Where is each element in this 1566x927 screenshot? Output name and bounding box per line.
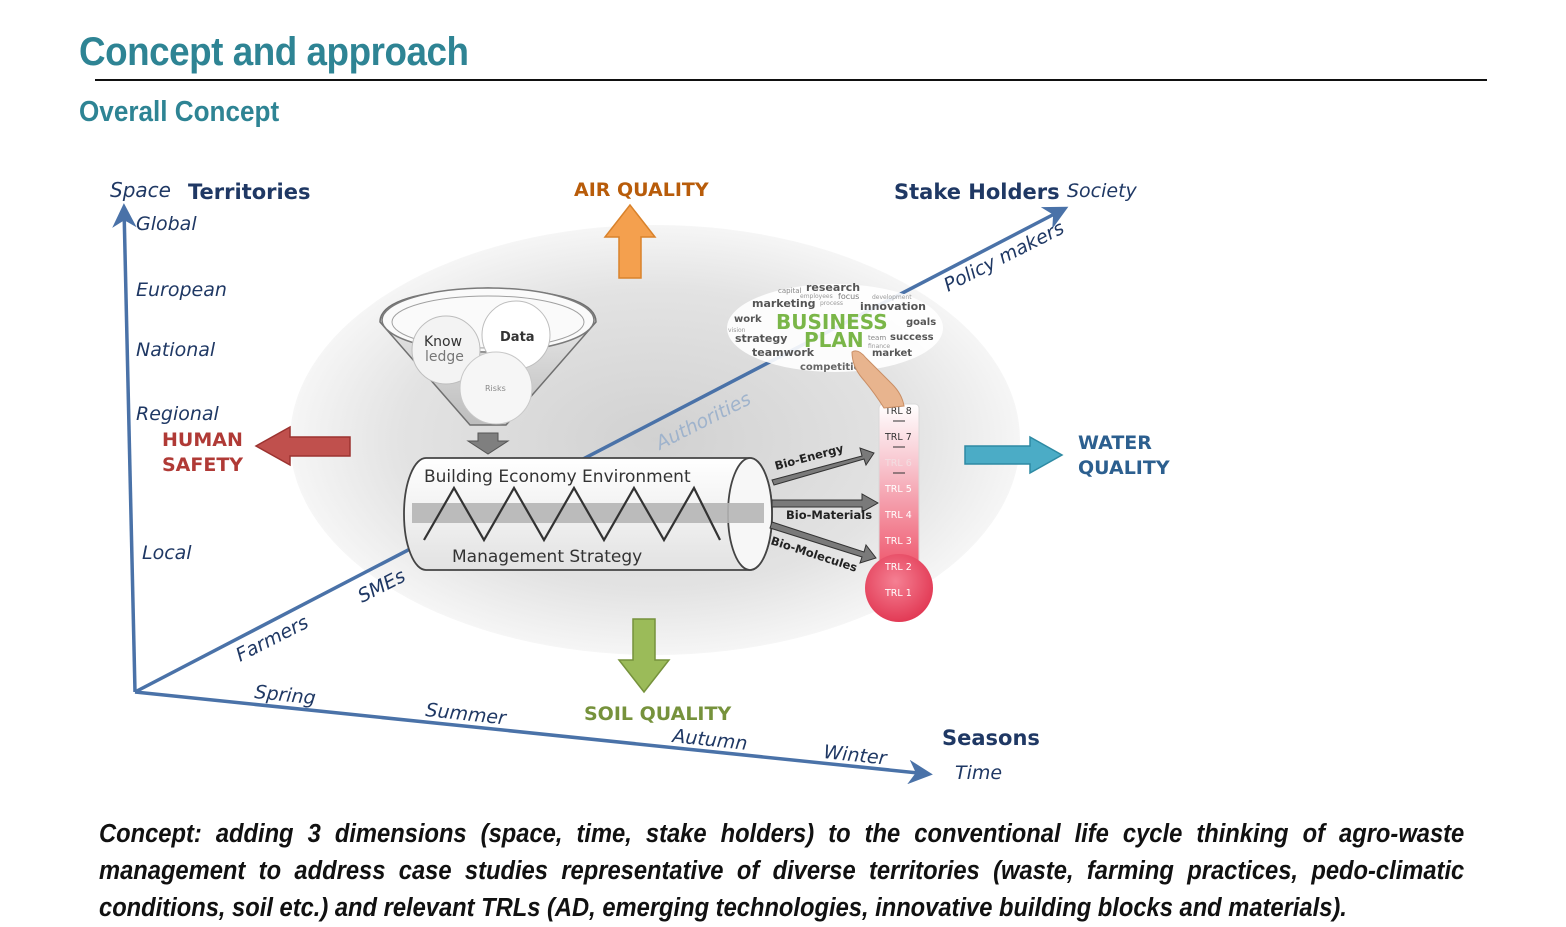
time-level-autumn: Autumn <box>669 725 748 755</box>
trl-label-5: TRL 5 <box>884 484 912 495</box>
word-finance: finance <box>868 343 890 350</box>
section-title: Overall Concept <box>79 96 280 128</box>
territories-title: Territories <box>188 180 310 204</box>
word-focus: focus <box>838 292 859 301</box>
concept-diagram: Space Territories Global European Nation… <box>110 178 1170 785</box>
word-development: development <box>872 294 912 301</box>
word-team: team <box>868 334 886 342</box>
trl-label-1: TRL 1 <box>884 588 912 599</box>
word-capital: capital <box>778 287 802 295</box>
word-market: market <box>872 348 912 359</box>
output-arrows <box>769 447 880 564</box>
word-research: research <box>806 281 860 294</box>
water-quality-label-line2: QUALITY <box>1078 457 1170 479</box>
stakeholder-axis-label: Society <box>1067 180 1138 202</box>
title-rule <box>95 79 1487 81</box>
soil-quality-arrow <box>617 618 671 694</box>
stakeholders-title: Stake Holders <box>894 180 1060 204</box>
word-goals: goals <box>906 317 936 328</box>
funnel-item-ledge: ledge <box>425 349 464 365</box>
word-cloud-business: BUSINESS <box>776 310 888 334</box>
funnel-item-know: Know <box>424 334 462 350</box>
human-safety-label-line1: HUMAN <box>162 429 243 451</box>
space-level-national: National <box>136 339 216 361</box>
space-axis-label: Space <box>110 178 171 202</box>
space-level-global: Global <box>136 213 197 235</box>
word-process: process <box>820 300 843 307</box>
trl-label-6: TRL 6 <box>884 458 912 469</box>
output-bio-materials: Bio-Materials <box>786 508 872 522</box>
word-work: work <box>734 314 762 325</box>
trl-label-2: TRL 2 <box>884 562 912 573</box>
trl-label-3: TRL 3 <box>884 536 912 547</box>
trl-thermometer <box>865 403 933 622</box>
word-competition: competition <box>800 362 868 373</box>
time-axis-line <box>134 690 933 785</box>
business-plan-word-cloud: research capital marketing focus innovat… <box>727 281 943 409</box>
space-level-european: European <box>136 279 227 301</box>
cylinder-bottom-label: Management Strategy <box>452 547 642 567</box>
time-axis-label: Time <box>955 762 1002 784</box>
word-success: success <box>890 332 934 343</box>
stakeholder-level-policy-makers: Policy makers <box>940 217 1068 297</box>
space-axis-line <box>112 203 137 693</box>
seasons-title: Seasons <box>942 726 1040 750</box>
pointing-hand-icon <box>851 350 905 409</box>
axes <box>112 203 1069 785</box>
trl-label-7: TRL 7 <box>884 432 912 443</box>
space-level-regional: Regional <box>136 403 220 425</box>
cylinder <box>403 457 773 571</box>
cylinder-top-label: Building Economy Environment <box>424 467 691 487</box>
trl-label-8: TRL 8 <box>884 406 912 417</box>
word-teamwork: teamwork <box>752 346 815 359</box>
human-safety-arrow <box>254 425 351 467</box>
word-innovation: innovation <box>860 300 926 313</box>
water-quality-label-line1: WATER <box>1078 432 1152 454</box>
air-quality-arrow <box>603 203 657 279</box>
page-title: Concept and approach <box>79 30 469 74</box>
funnel-item-data: Data <box>500 330 535 345</box>
human-safety-label-line2: SAFETY <box>162 454 243 476</box>
funnel <box>379 287 597 455</box>
word-vision: vision <box>728 327 746 334</box>
air-quality-label: AIR QUALITY <box>574 179 709 201</box>
word-employees: employees <box>800 293 833 300</box>
soil-quality-label: SOIL QUALITY <box>584 703 731 725</box>
water-quality-arrow <box>964 435 1064 475</box>
word-cloud-plan: PLAN <box>804 328 864 352</box>
word-strategy: strategy <box>735 332 787 345</box>
space-level-local: Local <box>142 542 192 564</box>
trl-label-4: TRL 4 <box>884 510 912 521</box>
word-marketing: marketing <box>752 297 816 310</box>
funnel-item-risks: Risks <box>485 384 506 393</box>
caption: Concept: adding 3 dimensions (space, tim… <box>99 820 1465 922</box>
stakeholder-axis-line <box>134 206 1069 694</box>
